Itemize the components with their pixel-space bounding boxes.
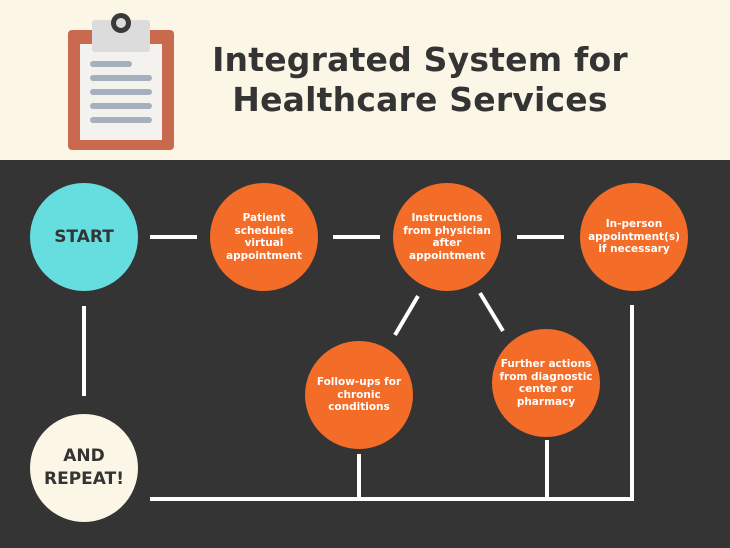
repeat-node: AND REPEAT! (30, 414, 138, 522)
page-title: Integrated System for Healthcare Service… (170, 40, 670, 120)
instructions-label: Instructions from physician after appoin… (403, 212, 491, 262)
start-label: START (54, 227, 114, 247)
followups-node: Follow-ups for chronic conditions (305, 341, 413, 449)
connector-instructions-followups (393, 294, 420, 337)
further-node: Further actions from diagnostic center o… (492, 329, 600, 437)
connector-bottom-return (150, 305, 634, 501)
title-line-2: Healthcare Services (232, 80, 608, 119)
header-band: Integrated System for Healthcare Service… (0, 0, 730, 160)
start-node: START (30, 183, 138, 291)
followups-label: Follow-ups for chronic conditions (316, 376, 402, 414)
schedule-node: Patient schedules virtual appointment (210, 183, 318, 291)
schedule-label: Patient schedules virtual appointment (226, 212, 302, 262)
connector-lines (82, 235, 634, 501)
further-label: Further actions from diagnostic center o… (499, 358, 593, 408)
instructions-node: Instructions from physician after appoin… (393, 183, 501, 291)
repeat-label: AND REPEAT! (44, 446, 124, 489)
inperson-label: In-person appointment(s) if necessary (588, 218, 680, 256)
connector-instructions-further (478, 291, 505, 333)
title-line-1: Integrated System for (212, 40, 628, 79)
flow-diagram: START Patient schedules virtual appointm… (0, 160, 730, 548)
clipboard-icon (68, 13, 174, 150)
inperson-node: In-person appointment(s) if necessary (580, 183, 688, 291)
